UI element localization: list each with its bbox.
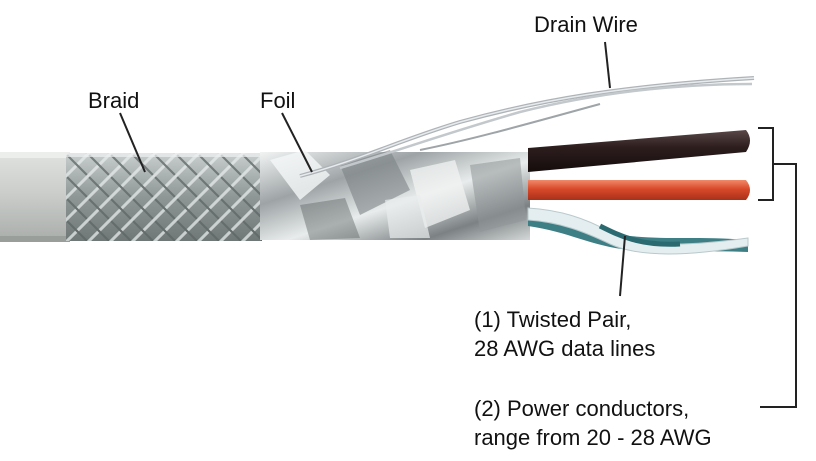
foil-shield — [260, 150, 530, 240]
drain-wire-label: Drain Wire — [534, 12, 638, 37]
power-conductors-label-line1: (2) Power conductors, — [474, 396, 690, 421]
leader-power — [760, 163, 797, 408]
twisted-pair-label: (1) Twisted Pair, 28 AWG data lines — [474, 305, 655, 363]
leader-braid — [119, 112, 146, 173]
bracket-power — [758, 127, 774, 201]
foil-label: Foil — [260, 88, 296, 113]
twisted-pair — [527, 207, 749, 255]
leader-lines — [119, 41, 797, 408]
power-conductors-label: (2) Power conductors, range from 20 - 28… — [474, 394, 712, 452]
leader-twisted — [619, 235, 626, 297]
power-conductor — [528, 130, 750, 200]
cable-jacket — [0, 152, 70, 242]
leader-foil — [281, 112, 313, 173]
twisted-pair-label-line2: 28 AWG data lines — [474, 336, 656, 361]
drain-wire — [299, 76, 755, 178]
power-conductors-label-line2: range from 20 - 28 AWG — [474, 425, 712, 450]
twisted-pair-label-line1: (1) Twisted Pair, — [474, 307, 632, 332]
braid-label: Braid — [88, 88, 140, 113]
braid-shield — [66, 153, 262, 241]
leader-drain — [604, 41, 611, 89]
